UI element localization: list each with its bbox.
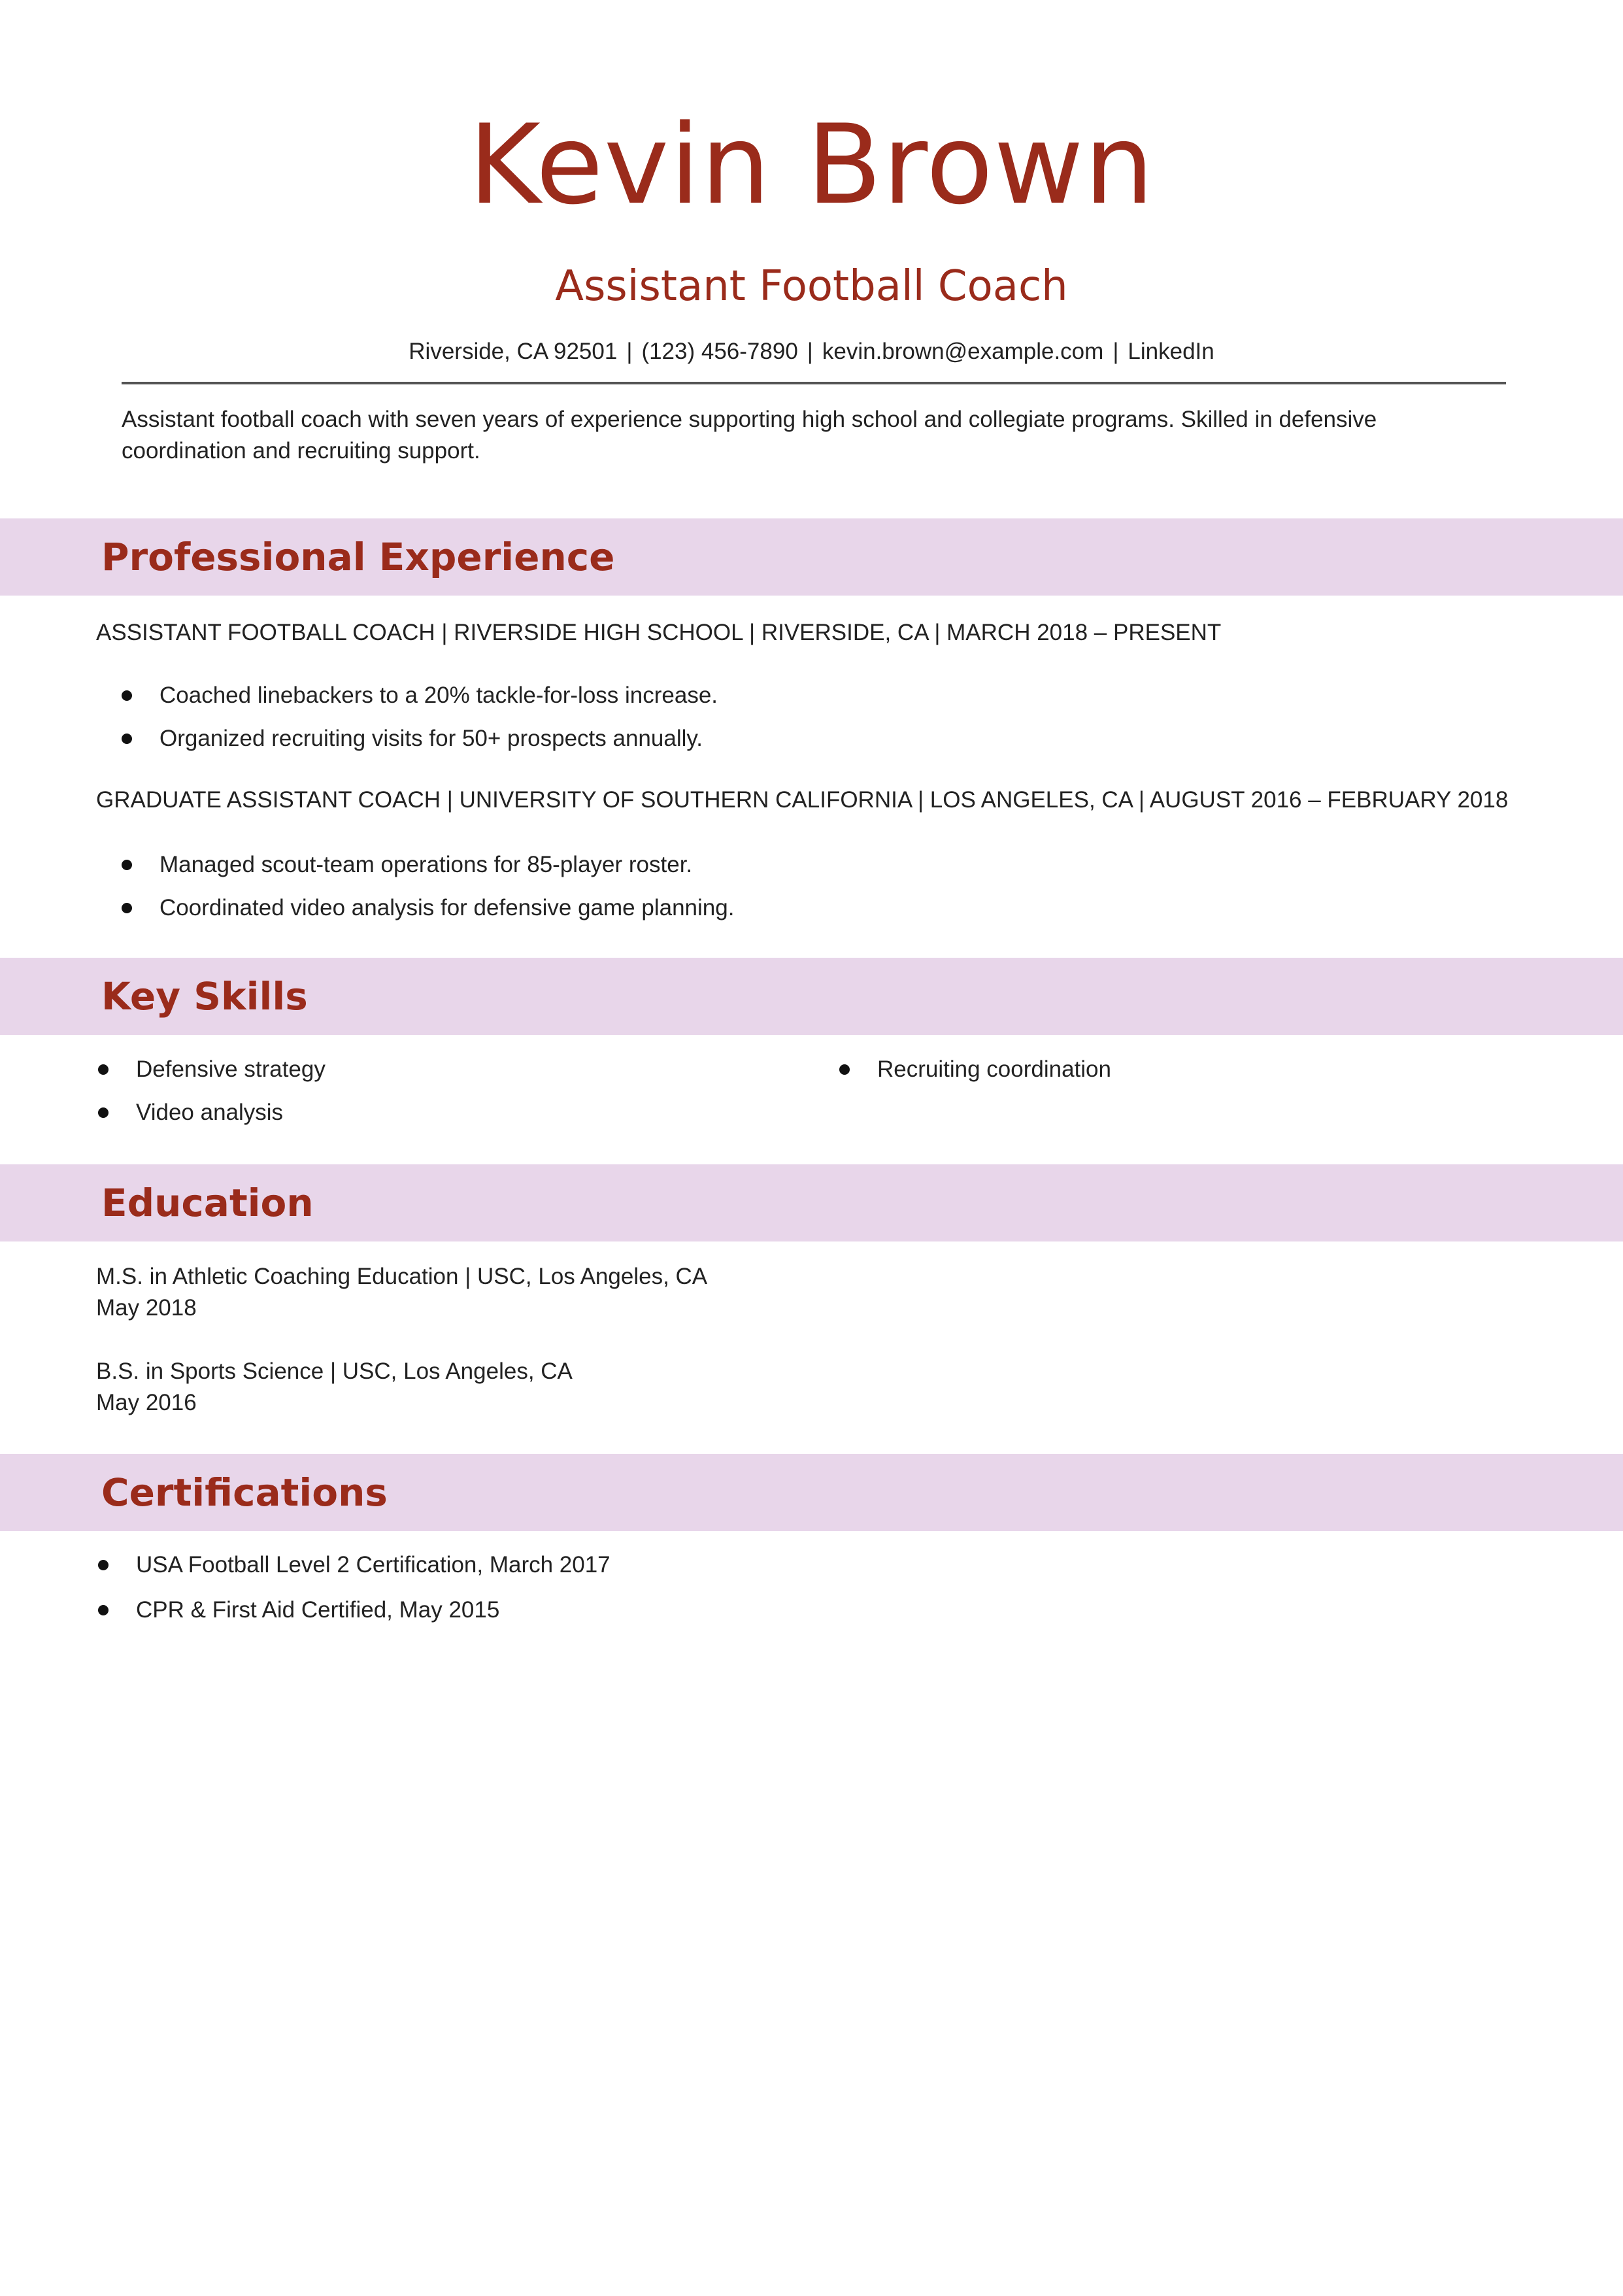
contact-email[interactable]: kevin.brown@example.com [822,339,1104,364]
section-band-education: Education [0,1164,1623,1241]
skill-text: Defensive strategy [136,1056,326,1082]
section-heading-experience: Professional Experience [101,535,615,579]
contact-line: Riverside, CA 92501 | (123) 456-7890 | kevin… [0,340,1623,363]
section-band-skills: Key Skills [0,958,1623,1035]
bullet-icon [122,903,132,913]
bullet-icon [98,1107,109,1118]
section-heading-education: Education [101,1181,314,1225]
bullet-text: Organized recruiting visits for 50+ pros… [159,726,703,751]
bullet-icon [98,1605,109,1615]
bullet-text: Coached linebackers to a 20% tackle-for-… [159,683,718,708]
contact-separator: | [626,339,633,364]
bullet-icon [122,690,132,701]
bullet-icon [98,1560,109,1570]
bullet-text: Managed scout-team operations for 85-pla… [159,852,693,877]
contact-phone: (123) 456-7890 [641,339,798,364]
job-title: Assistant Football Coach [555,262,1068,311]
education-degree: B.S. in Sports Science | USC, Los Angele… [96,1359,573,1384]
certification-text: USA Football Level 2 Certification, Marc… [136,1552,611,1578]
section-band-experience: Professional Experience [0,518,1623,596]
skill-text: Recruiting coordination [877,1056,1111,1082]
section-heading-certifications: Certifications [101,1470,388,1515]
bullet-text: Coordinated video analysis for defensive… [159,895,735,920]
contact-separator: | [1113,339,1119,364]
professional-summary: Assistant football coach with seven year… [122,407,1377,464]
candidate-name: Kevin Brown [468,101,1155,229]
bullet-icon [839,1064,850,1075]
bullet-icon [122,734,132,744]
education-date: May 2016 [96,1390,197,1415]
contact-linkedin-link[interactable]: LinkedIn [1128,339,1214,364]
job-line: ASSISTANT FOOTBALL COACH | RIVERSIDE HIG… [96,620,1222,645]
certification-text: CPR & First Aid Certified, May 2015 [136,1597,500,1623]
education-degree: M.S. in Athletic Coaching Education | US… [96,1264,708,1289]
header-divider [122,382,1506,384]
education-date: May 2018 [96,1295,197,1321]
section-band-certifications: Certifications [0,1454,1623,1531]
job-line: GRADUATE ASSISTANT COACH | UNIVERSITY OF… [96,787,1509,813]
contact-separator: | [807,339,813,364]
section-heading-skills: Key Skills [101,974,308,1019]
bullet-icon [122,860,132,870]
contact-location: Riverside, CA 92501 [409,339,618,364]
skill-text: Video analysis [136,1100,284,1125]
bullet-icon [98,1064,109,1075]
